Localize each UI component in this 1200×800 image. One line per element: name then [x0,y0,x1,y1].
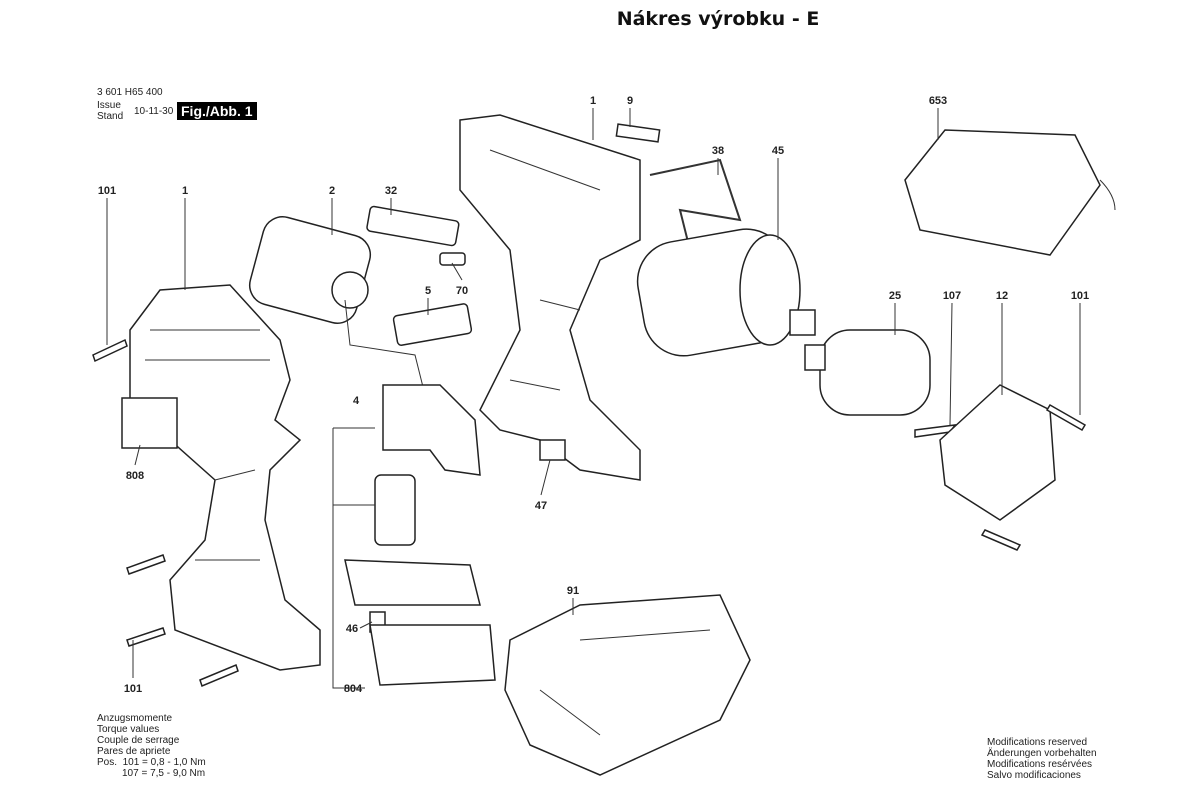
label-45: 45 [772,145,784,157]
torque-value: 101 = 0,8 - 1,0 Nm [122,757,206,768]
label-12: 12 [996,290,1008,302]
label-101: 101 [124,683,142,695]
ring-12 [939,384,1056,521]
torque-line: Couple de serrage [97,735,180,746]
stand-label: Stand [97,111,124,122]
label-9: 9 [627,95,633,107]
label-653: 653 [929,95,947,107]
chuck-25 [804,329,931,416]
label-107: 107 [943,290,961,302]
issue-stand-label: Issue Stand [97,100,123,122]
housing-left-half [129,284,321,671]
modifications-notice: Modifications reserved Änderungen vorbeh… [987,737,1097,781]
screws-101 [92,338,1087,688]
modifications-line: Salvo modificaciones [987,770,1081,781]
motor-wires [344,299,426,396]
issue-label: Issue [97,100,121,111]
label-4: 4 [353,395,360,407]
part-70 [439,252,466,266]
label-25: 25 [889,290,901,302]
label-91: 91 [567,585,579,597]
label-32: 32 [385,185,397,197]
part-9 [615,123,661,143]
part-47 [539,439,566,461]
torque-value: 107 = 7,5 - 9,0 Nm [122,768,206,779]
torque-line: Torque values [97,724,160,735]
label-38: 38 [712,145,724,157]
issue-date: 10-11-30 [134,106,174,117]
pos-label: Pos. [97,757,118,768]
label-1: 1 [182,185,188,197]
modifications-line: Modifications resérvées [987,759,1093,770]
label-sticker-808 [121,397,178,449]
modifications-line: Modifications reserved [987,737,1088,748]
label-2: 2 [329,185,335,197]
plate-804 [369,624,496,686]
label-70: 70 [456,285,468,297]
bracket-lines [332,427,375,689]
label-1: 1 [590,95,596,107]
switch-module-4 [344,384,481,606]
label-101: 101 [1071,290,1089,302]
torque-line: Anzugsmomente [97,713,173,724]
part-number: 3 601 H65 400 [97,87,163,98]
label-46: 46 [346,623,358,635]
charger-653 [904,129,1116,256]
gearbox-45 [636,228,816,357]
figure-label: Fig./Abb. 1 [177,102,257,120]
housing-right-half-1 [459,114,641,481]
part-5 [392,303,473,346]
label-47: 47 [535,500,547,512]
clip-38 [649,158,742,251]
part-32 [366,205,460,247]
page-title: Nákres výrobku - E [616,8,820,30]
leader-lines [106,108,1081,678]
torque-line: Pares de apriete [97,746,171,757]
torque-values: Anzugsmomente Torque values Couple de se… [97,713,206,779]
modifications-line: Änderungen vorbehalten [987,748,1097,759]
label-804: 804 [344,683,363,695]
label-5: 5 [425,285,431,297]
battery-91 [504,594,751,776]
label-101: 101 [98,185,116,197]
label-808: 808 [126,470,144,482]
motor-2 [248,216,372,324]
